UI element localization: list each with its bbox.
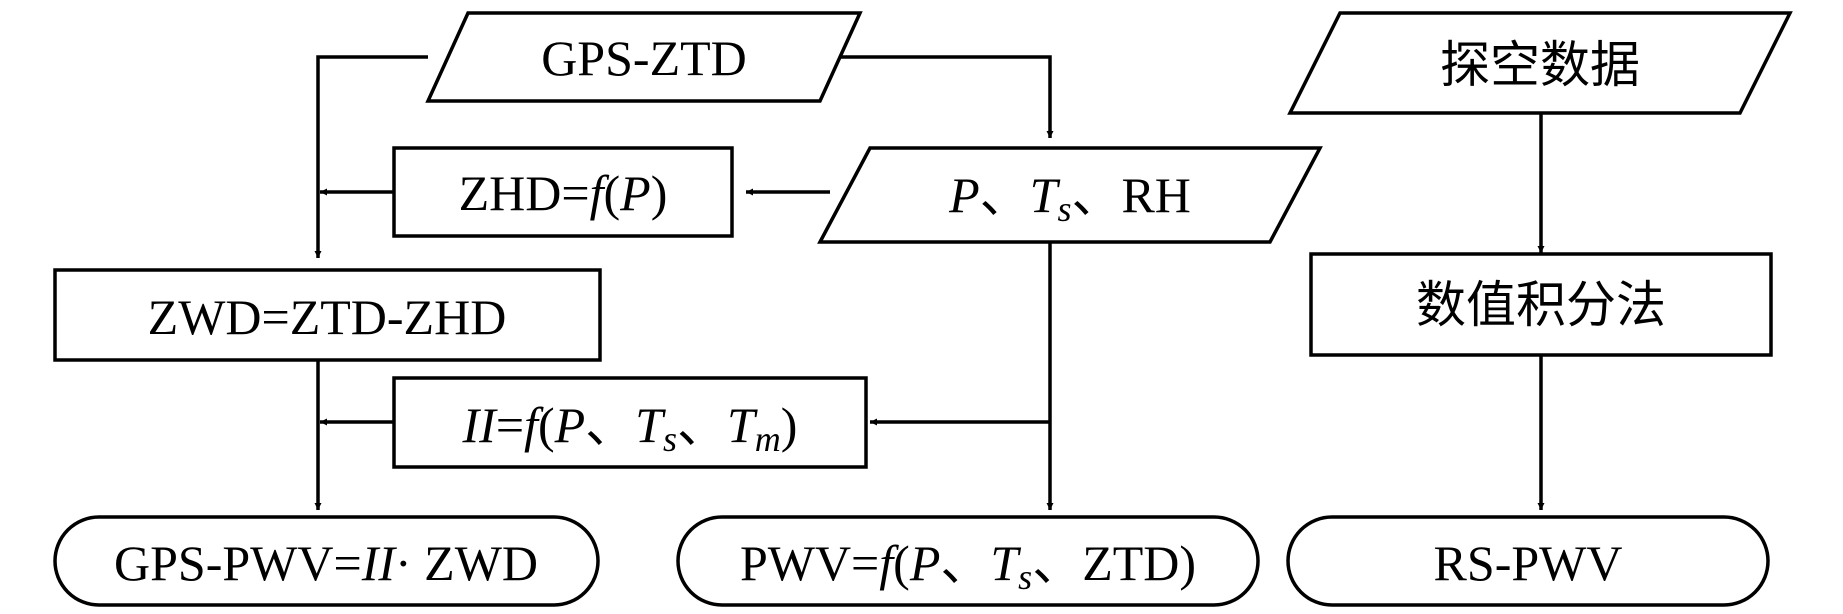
node-sounding-data-label: 探空数据 bbox=[1440, 37, 1640, 93]
node-p-ts-rh: P、Ts、RH bbox=[817, 146, 1323, 244]
node-rs-pwv-label: RS-PWV bbox=[1434, 535, 1623, 591]
node-zhd-label: ZHD=f(P) bbox=[459, 165, 668, 221]
node-numerical-integration-label: 数值积分法 bbox=[1416, 277, 1666, 333]
node-gps-pwv-label: GPS-PWV=II· ZWD bbox=[114, 535, 538, 591]
node-pi: II=f(P、Ts、Tm) bbox=[392, 376, 868, 469]
node-pwv-label: PWV=f(P、Ts、ZTD) bbox=[740, 535, 1196, 597]
node-gps-ztd-label: GPS-ZTD bbox=[541, 30, 747, 86]
node-gps-pwv: GPS-PWV=II· ZWD bbox=[53, 515, 600, 607]
node-zwd: ZWD=ZTD-ZHD bbox=[53, 268, 602, 362]
node-pi-label: II=f(P、Ts、Tm) bbox=[462, 397, 798, 459]
node-sounding-data: 探空数据 bbox=[1287, 11, 1793, 115]
node-p-ts-rh-label: P、Ts、RH bbox=[948, 167, 1191, 229]
connector-gpsztd-to-zwd bbox=[314, 55, 428, 258]
node-zwd-label: ZWD=ZTD-ZHD bbox=[148, 289, 507, 345]
node-numerical-integration: 数值积分法 bbox=[1309, 252, 1773, 357]
node-pwv: PWV=f(P、Ts、ZTD) bbox=[676, 515, 1260, 607]
node-zhd: ZHD=f(P) bbox=[392, 146, 734, 238]
connector-gpsztd-to-ptsrh bbox=[840, 55, 1054, 138]
connectors bbox=[314, 55, 1545, 510]
node-rs-pwv: RS-PWV bbox=[1286, 515, 1770, 607]
node-gps-ztd: GPS-ZTD bbox=[425, 11, 863, 103]
